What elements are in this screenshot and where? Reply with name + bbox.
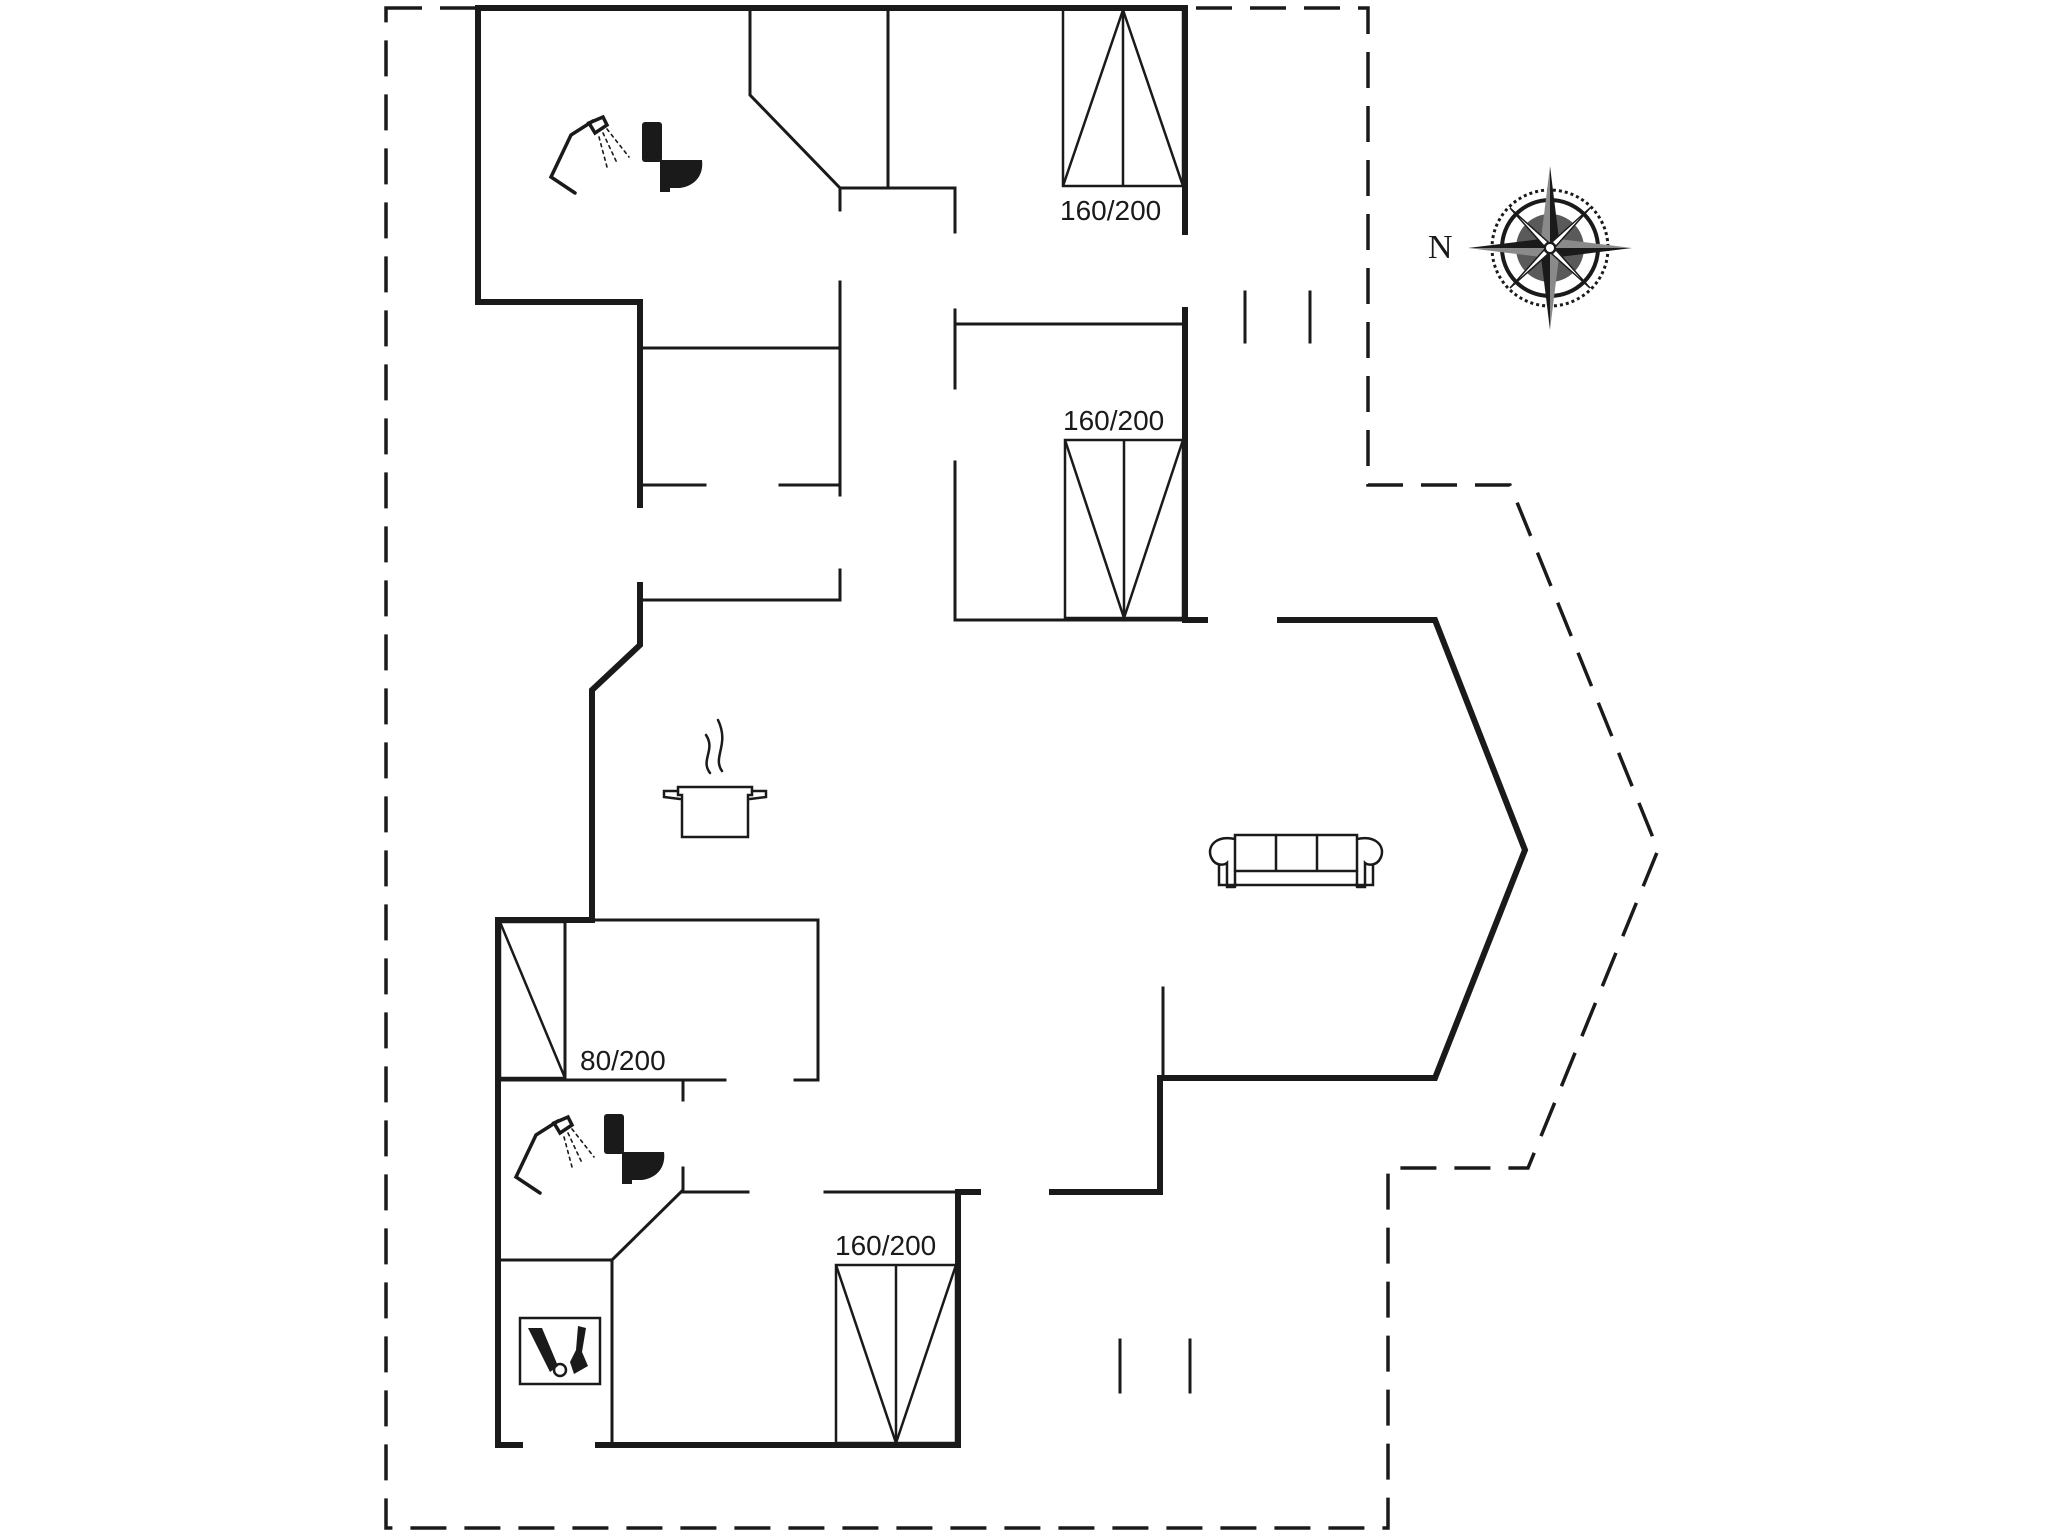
- bed-single: [498, 920, 567, 1080]
- toilet-icon: [604, 1114, 665, 1184]
- terrace-boundary: [384, 6, 1660, 1530]
- north-label: N: [1428, 229, 1453, 266]
- exterior-walls: [475, 5, 1529, 1448]
- bed-bottom: [834, 1263, 958, 1447]
- bed-size-label: 160/200: [835, 1230, 936, 1261]
- interior-walls: [496, 6, 1312, 1447]
- bed-middle-right: [1063, 438, 1185, 622]
- shower-icon: [513, 1114, 595, 1195]
- bed-top-right: [1061, 6, 1185, 188]
- bed-size-label: 80/200: [580, 1045, 666, 1076]
- cooking-pot-icon: [662, 718, 768, 839]
- toilet-icon: [642, 122, 703, 192]
- shower-icon: [548, 114, 630, 195]
- washing-machine-icon: [518, 1316, 602, 1386]
- sofa-icon: [1208, 833, 1384, 889]
- compass-rose-icon: [1468, 166, 1632, 330]
- bed-size-label: 160/200: [1060, 195, 1161, 226]
- bed-size-label: 160/200: [1063, 405, 1164, 436]
